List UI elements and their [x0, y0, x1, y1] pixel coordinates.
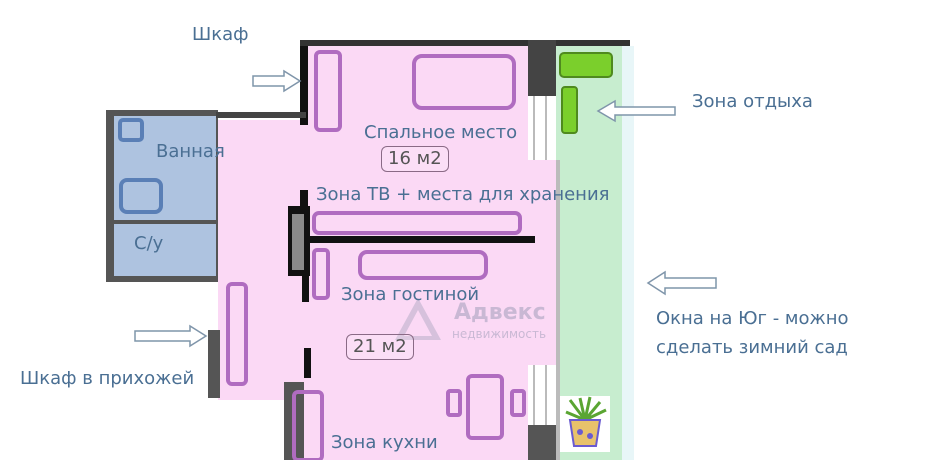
dining-chair — [446, 389, 462, 417]
toilet-floor — [114, 224, 216, 276]
label-living-zone: Зона гостиной — [341, 284, 480, 305]
bathroom-floor — [114, 116, 216, 220]
arrow-icon — [596, 99, 676, 123]
label-sleeping-area: Спальное место — [364, 122, 518, 143]
sofa-furniture — [358, 250, 488, 280]
window-opening — [528, 365, 556, 425]
sink-fixture — [118, 118, 144, 142]
wardrobe-furniture — [314, 50, 342, 132]
watermark-brand: Адвекс — [454, 300, 546, 325]
label-tv-zone: Зона ТВ + места для хранения — [316, 184, 610, 205]
watermark-tagline: недвижимость — [452, 327, 547, 341]
window-glass — [622, 46, 634, 460]
arrows-group — [134, 69, 717, 348]
wall — [208, 330, 220, 398]
living-cabinet — [312, 248, 330, 300]
wall — [300, 236, 535, 243]
dining-chair — [510, 389, 526, 417]
arrow-icon — [252, 69, 302, 93]
wall — [216, 112, 306, 118]
wall — [302, 272, 309, 302]
arrow-icon — [646, 270, 717, 296]
tv-storage-unit — [312, 211, 522, 235]
watermark-logo — [395, 298, 441, 340]
wall — [528, 40, 556, 96]
label-toilet: С/у — [134, 233, 164, 254]
wall — [556, 160, 560, 460]
window-opening — [528, 96, 556, 160]
bed-furniture — [412, 54, 516, 110]
kitchen-unit-furniture — [292, 390, 324, 460]
wall — [300, 40, 630, 46]
hall-wardrobe-furniture — [226, 282, 248, 386]
tv-zone-floor — [300, 180, 556, 240]
label-bathroom: Ванная — [156, 141, 225, 162]
lounge-bench — [561, 86, 578, 134]
dining-table — [466, 374, 504, 440]
label-kitchen-zone: Зона кухни — [331, 432, 438, 453]
label-rest-zone: Зона отдыха — [692, 91, 813, 112]
wall — [528, 425, 556, 460]
living-kitchen-floor — [300, 240, 556, 460]
shower-fixture — [119, 178, 163, 214]
furniture-group — [226, 50, 526, 460]
wall — [300, 190, 308, 210]
label-windows-line1: Окна на Юг - можно — [656, 308, 849, 329]
arrow-icon — [134, 324, 208, 348]
badge-area-living: 21 м2 — [346, 334, 414, 360]
label-hall-wardrobe: Шкаф в прихожей — [20, 368, 195, 389]
potted-plant-icon — [560, 396, 610, 452]
bedroom-extension — [528, 160, 556, 195]
label-windows-line2: сделать зимний сад — [656, 337, 848, 358]
label-wardrobe: Шкаф — [192, 24, 249, 45]
tv-panel — [292, 214, 304, 270]
wall — [304, 348, 311, 378]
wall — [300, 40, 308, 125]
badge-area-bedroom: 16 м2 — [381, 146, 449, 172]
lounge-sofa — [559, 52, 613, 78]
